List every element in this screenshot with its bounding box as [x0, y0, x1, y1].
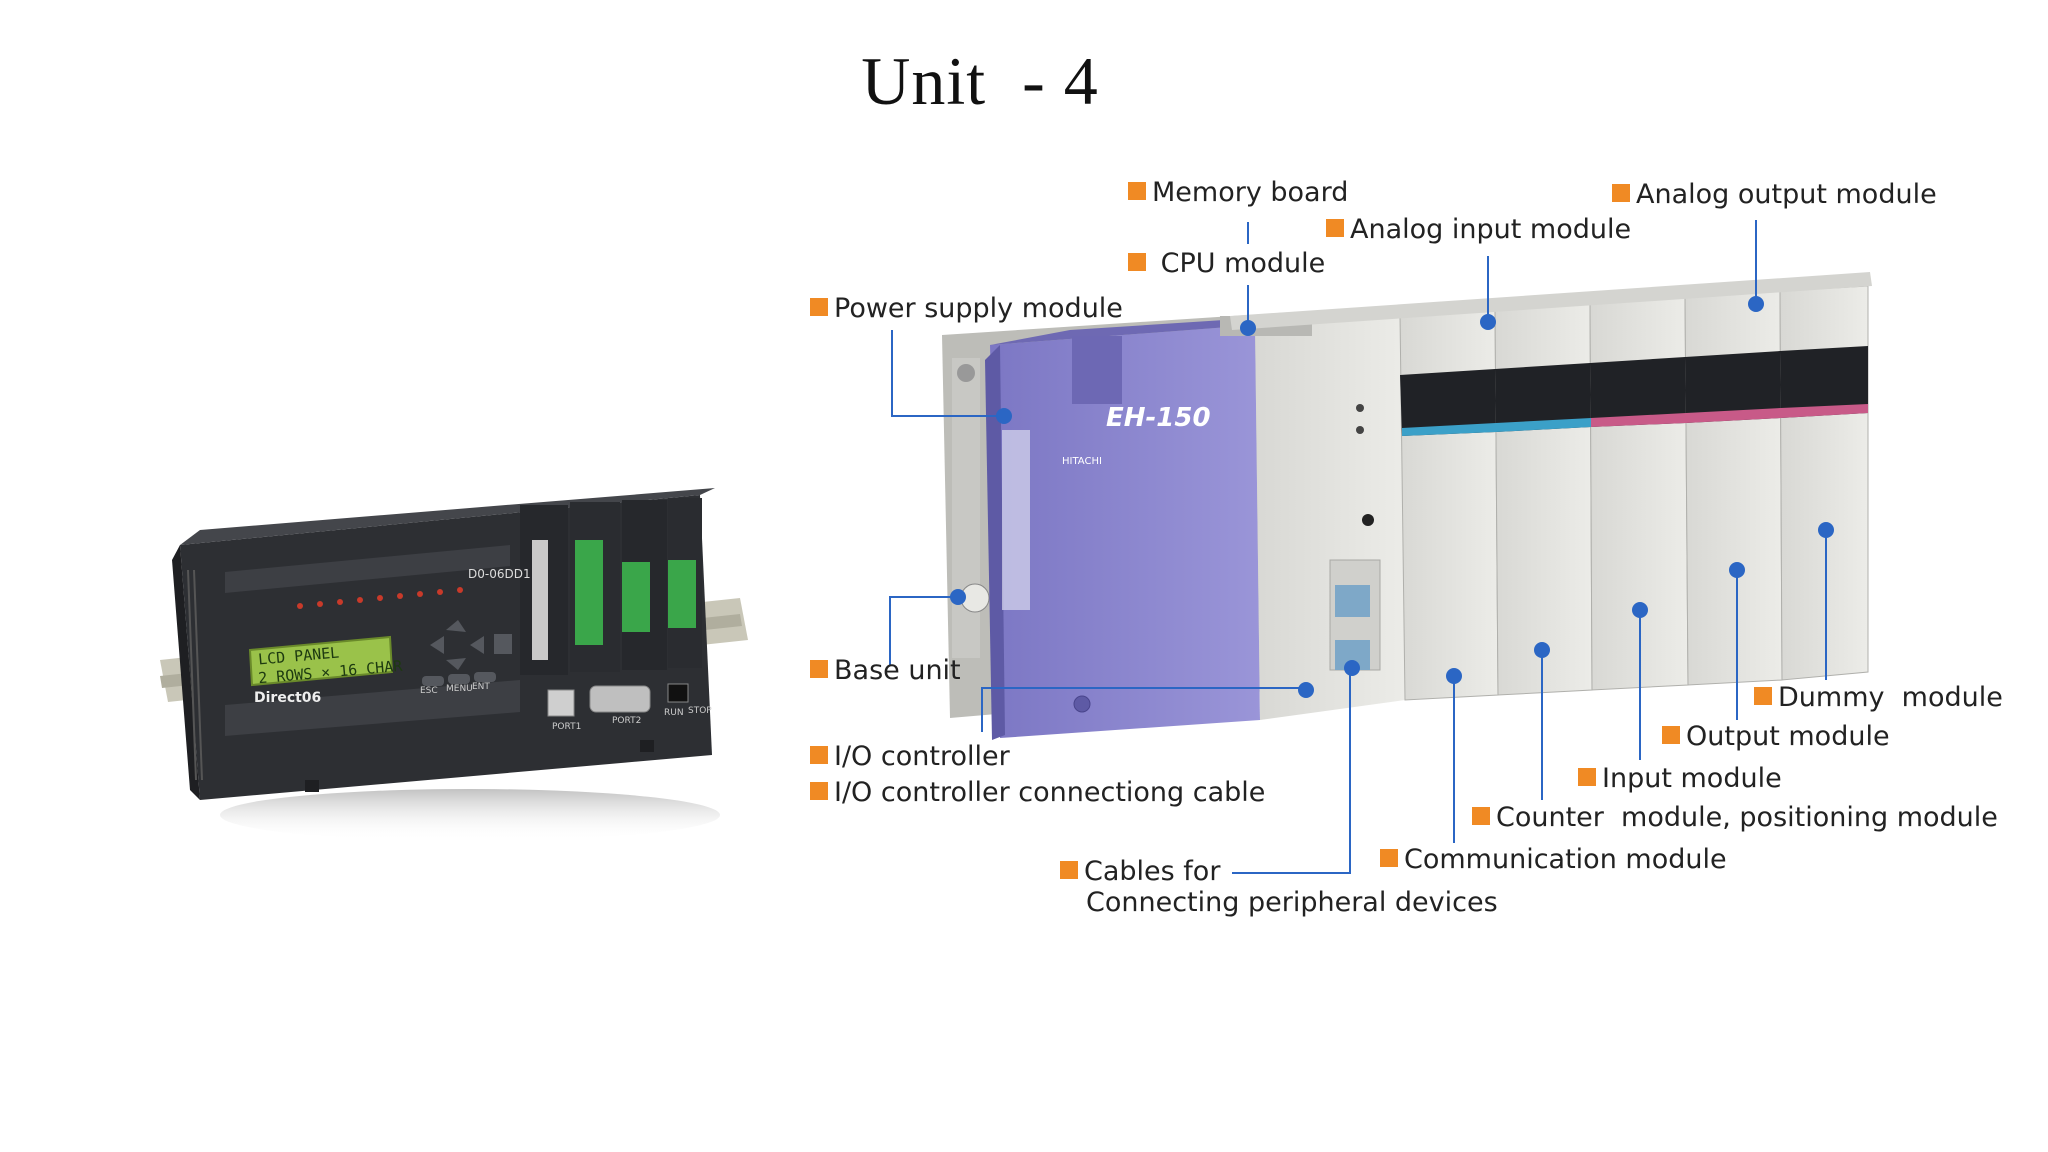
slide-title: Unit - 4: [861, 43, 1099, 119]
bullet-icon: [1128, 253, 1146, 271]
key-ent: ENT: [472, 682, 490, 692]
label-io-controller-cable: I/O controller connectiong cable: [810, 777, 1265, 809]
label-counter-module: Counter module, positioning module: [1472, 802, 1998, 834]
stop-label: STOP: [688, 706, 712, 716]
run-label: RUN: [664, 708, 684, 718]
key-esc: ESC: [420, 686, 438, 696]
rack-plc-image: [942, 272, 1872, 740]
bullet-icon: [1128, 182, 1146, 200]
bullet-icon: [1754, 687, 1772, 705]
label-power-supply-module: Power supply module: [810, 293, 1123, 325]
bullet-icon: [810, 660, 828, 678]
label-communication-module: Communication module: [1380, 844, 1727, 876]
bullet-icon: [810, 746, 828, 764]
bullet-icon: [810, 298, 828, 316]
leader-lines: [889, 220, 1827, 874]
bullet-icon: [1662, 726, 1680, 744]
rack-plc-maker: HITACHI: [1062, 456, 1102, 467]
port1-label: PORT1: [552, 722, 582, 732]
label-base-unit: Base unit: [810, 655, 961, 687]
key-menu: MENU: [446, 684, 473, 694]
small-plc-brand: Direct06: [254, 690, 322, 706]
label-analog-input-module: Analog input module: [1326, 214, 1631, 246]
small-plc-image: [160, 488, 748, 841]
label-cables-for: Cables for: [1060, 856, 1220, 888]
bullet-icon: [1326, 219, 1344, 237]
label-connecting-peripheral: Connecting peripheral devices: [1086, 887, 1498, 918]
port2-label: PORT2: [612, 716, 642, 726]
leader-dots: [950, 296, 1834, 698]
rack-plc-model: EH-150: [1106, 403, 1211, 433]
bullet-icon: [1612, 184, 1630, 202]
label-output-module: Output module: [1662, 721, 1890, 753]
small-plc-model: D0-06DD1: [468, 567, 531, 581]
label-memory-board: Memory board: [1128, 177, 1348, 209]
label-dummy-module: Dummy module: [1754, 682, 2003, 714]
label-input-module: Input module: [1578, 763, 1782, 795]
bullet-icon: [1060, 861, 1078, 879]
label-analog-output-module: Analog output module: [1612, 179, 1937, 211]
bullet-icon: [1472, 807, 1490, 825]
bullet-icon: [1578, 768, 1596, 786]
bullet-icon: [1380, 849, 1398, 867]
bullet-icon: [810, 782, 828, 800]
label-io-controller: I/O controller: [810, 741, 1010, 773]
label-cpu-module: CPU module: [1128, 248, 1325, 280]
